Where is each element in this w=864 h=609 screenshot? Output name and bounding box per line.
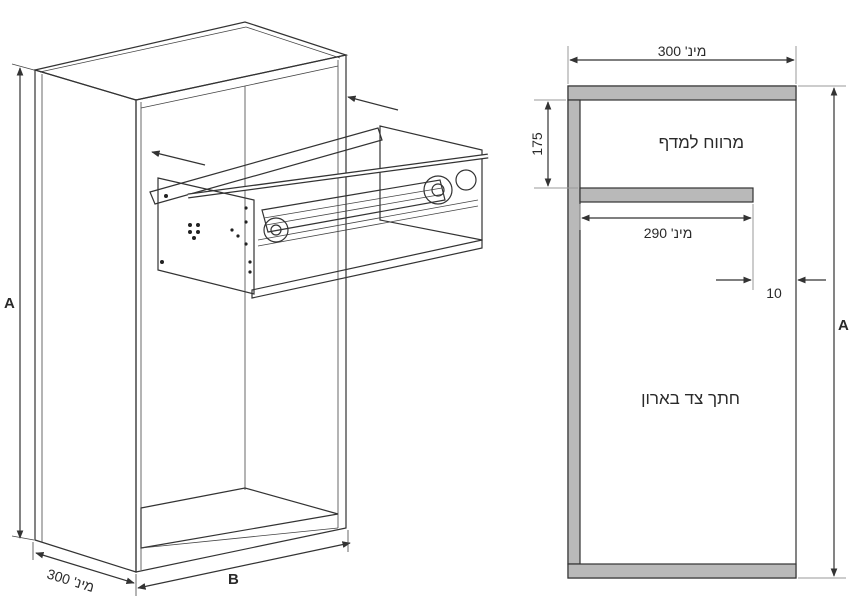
top-panel-section (567, 85, 797, 101)
section-height-label: A (838, 317, 849, 334)
pull-out-rack (149, 125, 489, 299)
gap-label: 175 (529, 132, 545, 156)
front-mounting-plate (157, 177, 255, 295)
rack-wheel (455, 169, 477, 191)
offset-label: 10 (766, 285, 782, 301)
cabinet-right-side-panel (135, 54, 347, 573)
top-width-label: מינ' 300 (658, 43, 707, 59)
shelf-gap-text: מרווח למדף (659, 133, 744, 152)
height-label: A (4, 295, 15, 312)
rack-wheel (263, 217, 289, 243)
rack-wheel (423, 175, 453, 205)
depth-dimension-line (35, 552, 135, 584)
side-section-view: מינ' 300 175 מרווח למדף מינ' 290 10 A חת… (529, 43, 849, 579)
cabinet-3d-view: A B מינ' 300 (4, 21, 489, 596)
shelf-section (579, 187, 754, 203)
shelf-width-label: מינ' 290 (644, 225, 693, 241)
width-dimension-line (137, 541, 351, 590)
width-label: B (228, 571, 239, 588)
cabinet-bottom-shelf (140, 487, 339, 549)
depth-label: מינ' 300 (45, 566, 96, 596)
section-caption: חתך צד בארון (641, 389, 740, 408)
bottom-panel-section (567, 563, 797, 579)
back-panel-section (567, 99, 581, 565)
insert-arrow (347, 95, 399, 111)
cabinet-left-side-panel (34, 69, 137, 573)
insert-arrow (151, 150, 206, 166)
